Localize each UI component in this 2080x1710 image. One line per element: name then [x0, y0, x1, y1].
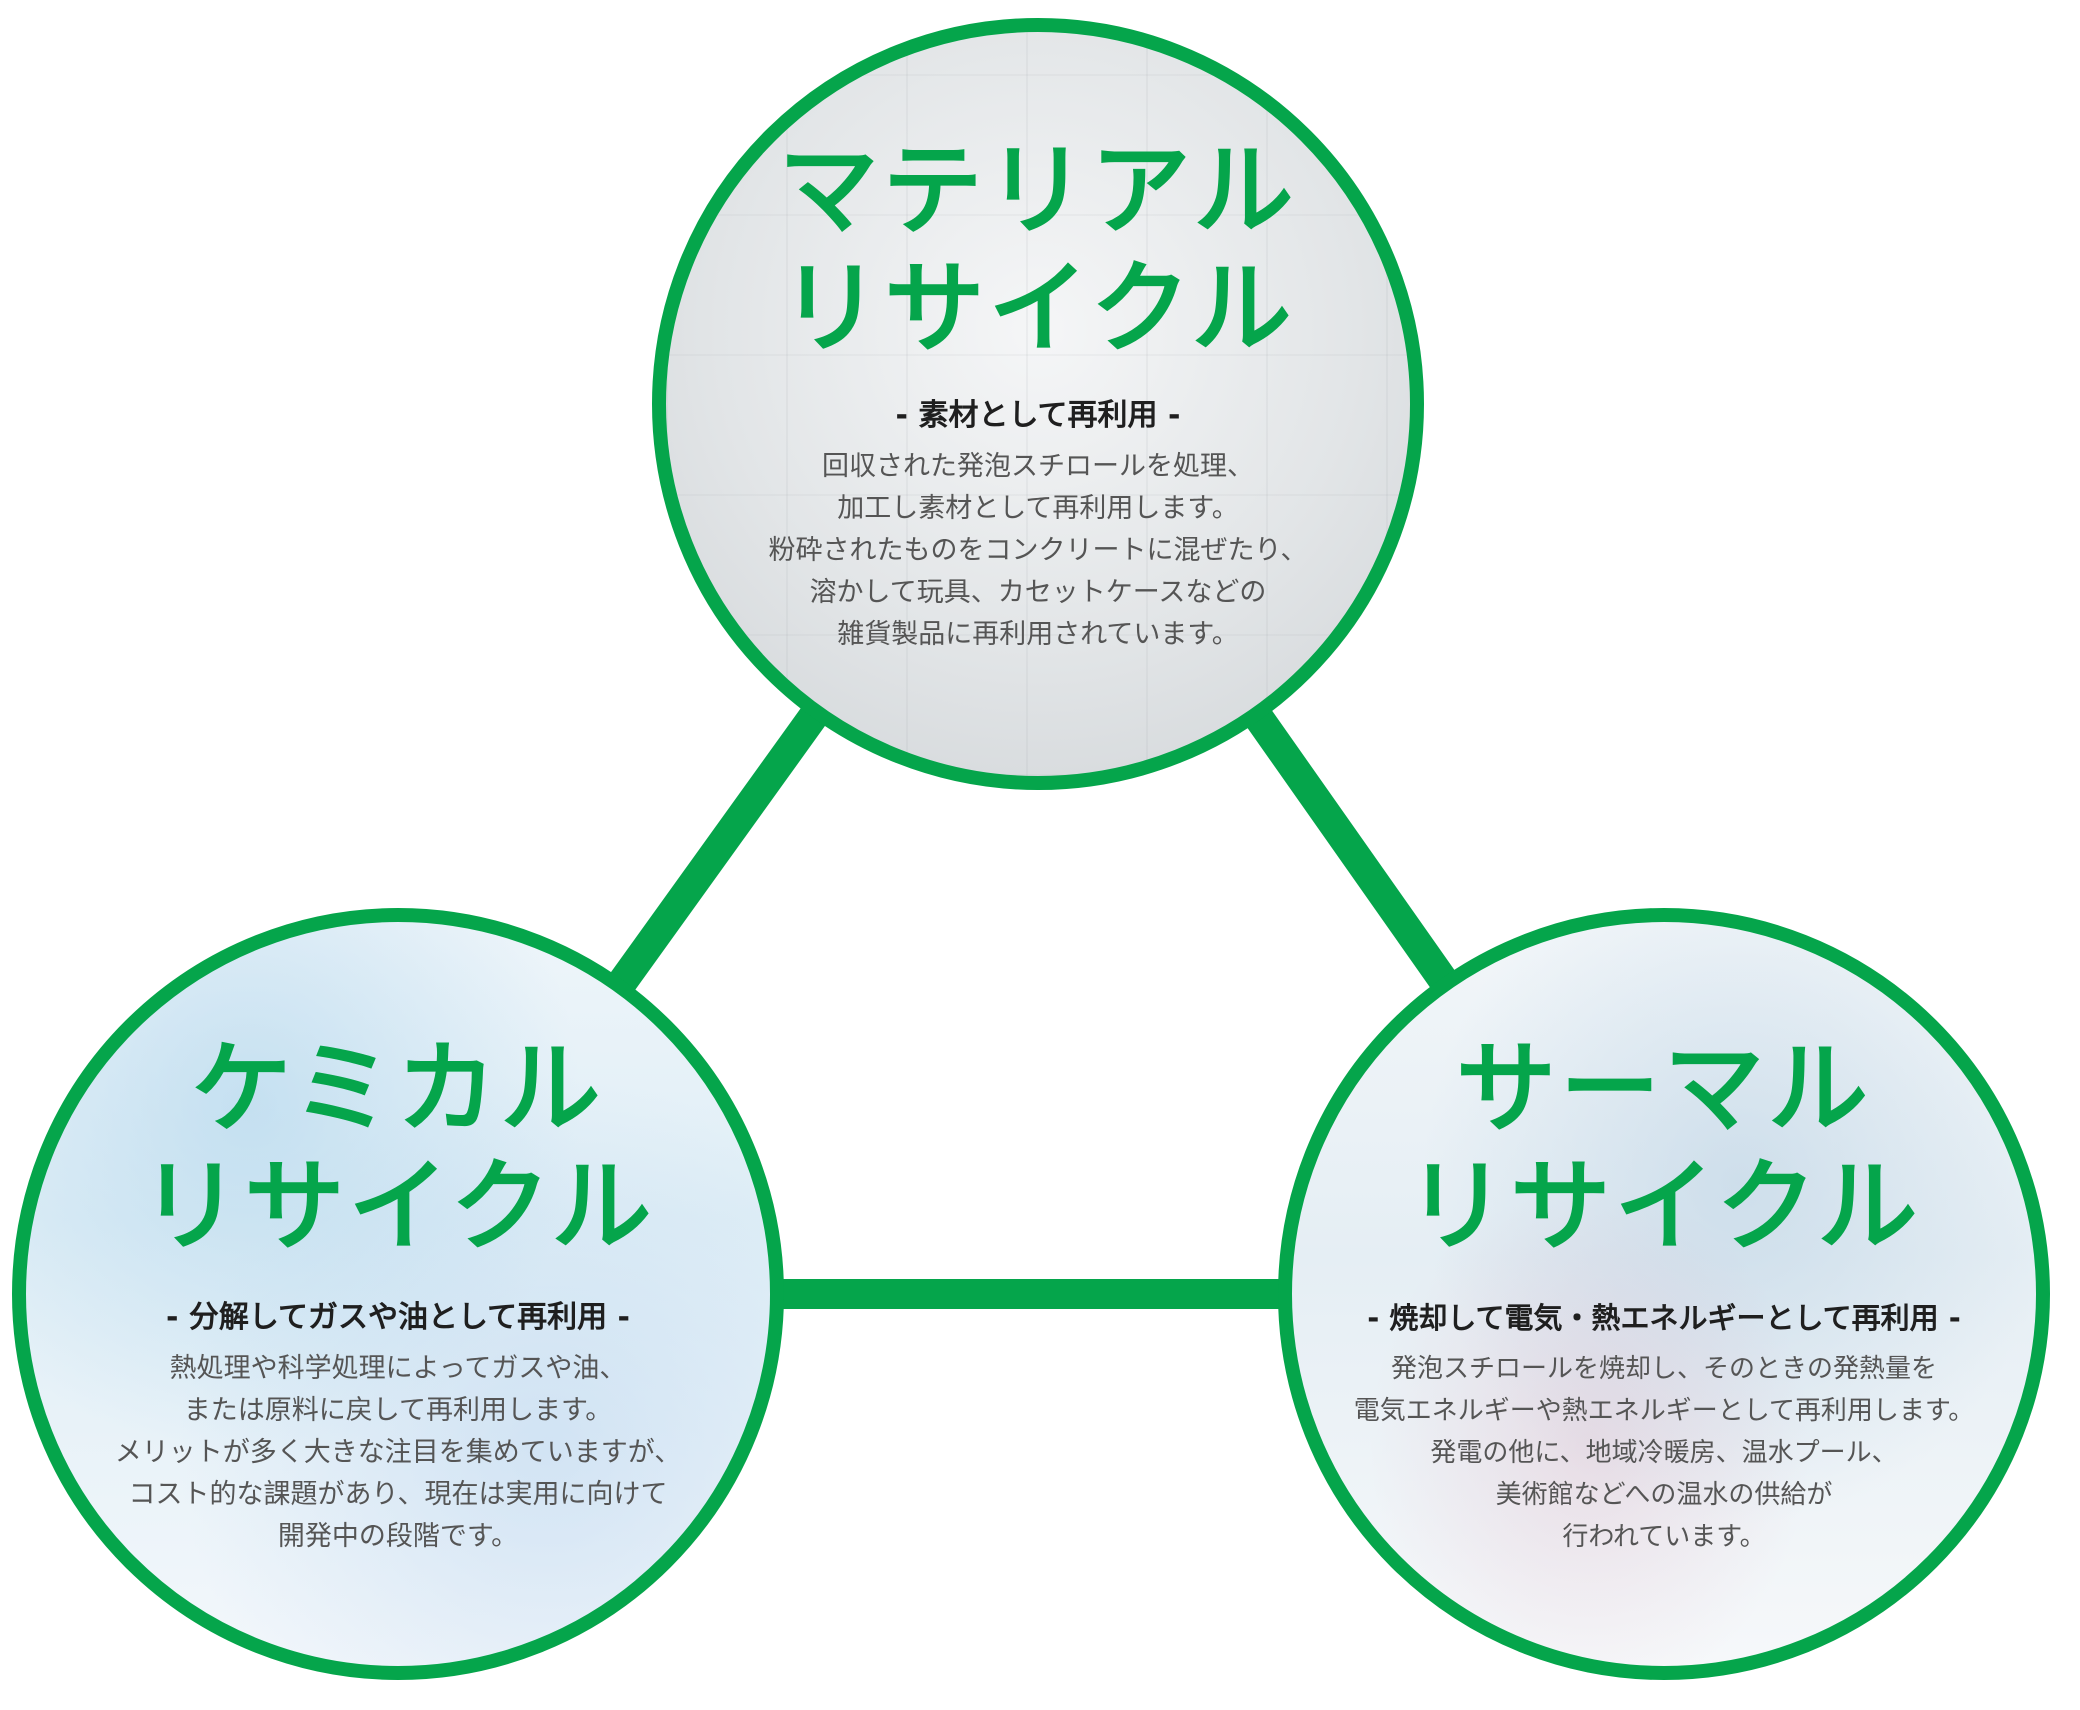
- material-description-line: 雑貨製品に再利用されています。: [837, 619, 1239, 650]
- material-title-line-2: リサイクル: [780, 250, 1296, 367]
- chemical-subtitle: - 分解してガスや油として再利用 -: [166, 1300, 630, 1335]
- thermal-description-line: 電気エネルギーや熱エネルギーとして再利用します。: [1353, 1396, 1975, 1426]
- chemical-description: 熱処理や科学処理によってガスや油、 または原料に戻して再利用します。 メリットが…: [115, 1348, 681, 1558]
- material-title-line-1: マテリアル: [778, 132, 1298, 249]
- chemical-description-line: 熱処理や科学処理によってガスや油、: [169, 1353, 627, 1384]
- material-description: 回収された発泡スチロールを処理、 加工し素材として再利用します。 粉砕されたもの…: [769, 446, 1308, 656]
- chemical-title-line-2: リサイクル: [140, 1148, 656, 1265]
- thermal-description-line: 発泡スチロールを焼却し、そのときの発熱量を: [1390, 1354, 1937, 1384]
- chemical-title-line-1: ケミカル: [191, 1030, 605, 1147]
- thermal-title: サーマル リサイクル: [1407, 1030, 1922, 1266]
- chemical-description-line: 開発中の段階です。: [277, 1521, 519, 1552]
- material-description-line: 粉砕されたものをコンクリートに混ぜたり、: [768, 535, 1308, 566]
- material-title: マテリアル リサイクル: [779, 132, 1298, 368]
- thermal-description: 発泡スチロールを焼却し、そのときの発熱量を 電気エネルギーや熱エネルギーとして再…: [1354, 1348, 1975, 1558]
- material-description-line: 加工し素材として再利用します。: [837, 493, 1239, 524]
- material-description-line: 溶かして玩具、カセットケースなどの: [809, 577, 1267, 608]
- chemical-description-line: または原料に戻して再利用します。: [183, 1395, 613, 1426]
- thermal-title-line-2: リサイクル: [1406, 1148, 1922, 1265]
- chemical-recycle-circle: ケミカル リサイクル - 分解してガスや油として再利用 - 熱処理や科学処理によ…: [12, 908, 784, 1680]
- chemical-title: ケミカル リサイクル: [141, 1030, 656, 1266]
- material-description-line: 回収された発泡スチロールを処理、: [821, 451, 1254, 482]
- material-subtitle: - 素材として再利用 -: [895, 398, 1181, 433]
- thermal-description-line: 行われています。: [1562, 1522, 1766, 1552]
- thermal-subtitle: - 焼却して電気・熱エネルギーとして再利用 -: [1367, 1301, 1961, 1335]
- chemical-description-line: メリットが多く大きな注目を集めていますが、: [114, 1437, 682, 1468]
- chemical-description-line: コスト的な課題があり、現在は実用に向けて: [128, 1479, 668, 1510]
- thermal-description-line: 発電の他に、地域冷暖房、温水プール、: [1430, 1438, 1898, 1468]
- material-recycle-circle: マテリアル リサイクル - 素材として再利用 - 回収された発泡スチロールを処理…: [652, 18, 1424, 790]
- thermal-recycle-circle: サーマル リサイクル - 焼却して電気・熱エネルギーとして再利用 - 発泡スチロ…: [1278, 908, 2050, 1680]
- thermal-title-line-1: サーマル: [1456, 1030, 1872, 1147]
- thermal-description-line: 美術館などへの温水の供給が: [1495, 1480, 1833, 1510]
